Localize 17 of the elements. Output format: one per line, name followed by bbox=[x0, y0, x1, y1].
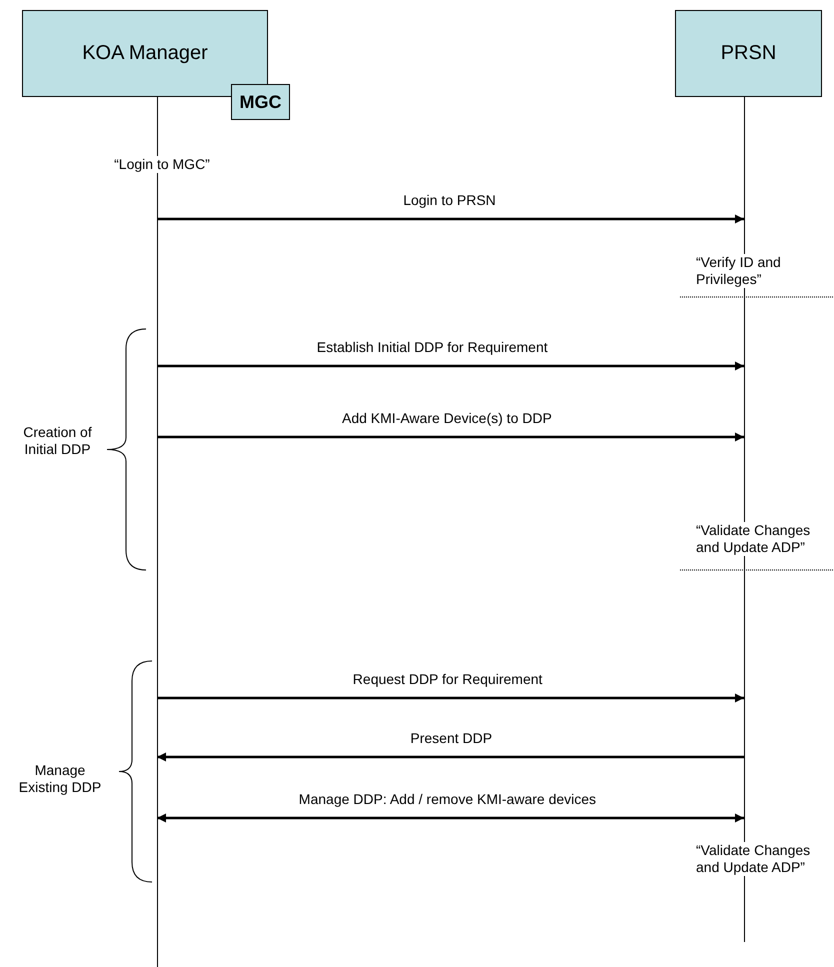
arrow bbox=[157, 214, 744, 224]
component-box: MGC bbox=[231, 84, 290, 120]
arrow bbox=[157, 752, 744, 762]
edge-label: Establish Initial DDP for Requirement bbox=[316, 339, 548, 356]
arrow bbox=[157, 362, 744, 370]
group-label: Manage Existing DDP bbox=[18, 762, 102, 796]
arrow bbox=[157, 432, 744, 442]
edge-label: Login to PRSN bbox=[403, 192, 496, 209]
edge-label: Request DDP for Requirement bbox=[352, 671, 542, 688]
participant-box: KOA Manager bbox=[22, 10, 268, 97]
edge-label: Manage DDP: Add / remove KMI-aware devices bbox=[298, 791, 596, 808]
edge-label: Add KMI-Aware Device(s) to DDP bbox=[342, 410, 552, 427]
participant-box: PRSN bbox=[675, 10, 822, 97]
group-label: Creation of Initial DDP bbox=[22, 424, 93, 458]
arrow bbox=[157, 694, 744, 702]
edge-label: Present DDP bbox=[410, 730, 492, 747]
arrow bbox=[157, 814, 744, 822]
